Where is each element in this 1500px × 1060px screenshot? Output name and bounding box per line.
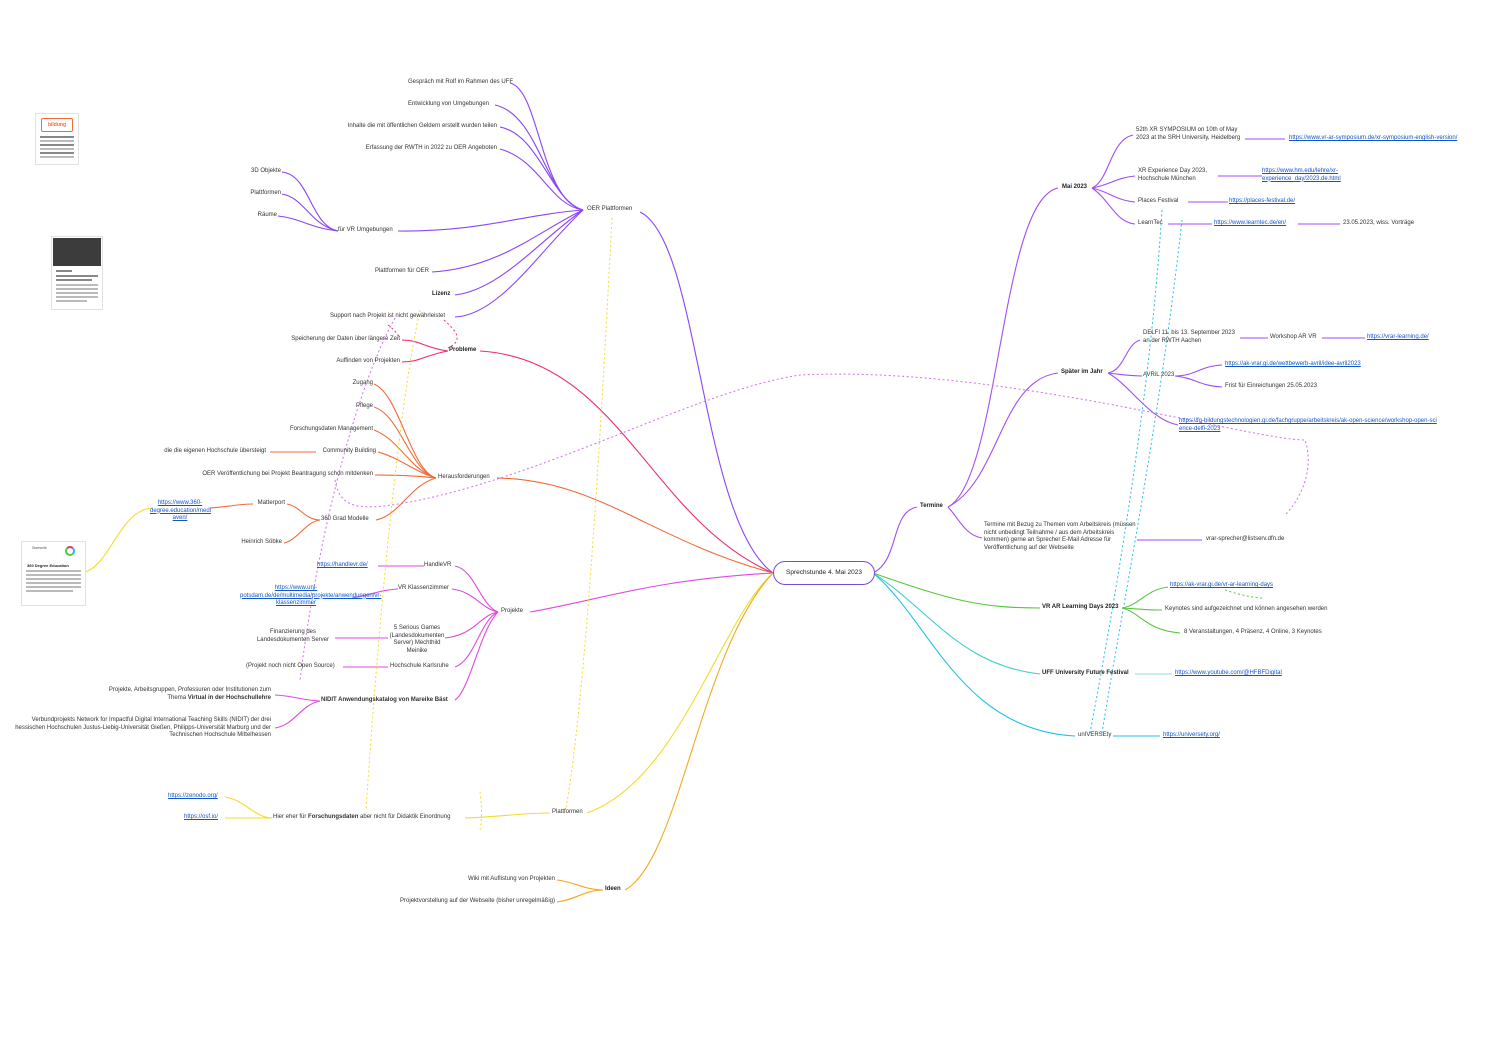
plattformen-note-suffix: aber nicht für Didaktik Einordnung [360, 814, 451, 820]
herausforderungen-node[interactable]: Herausforderungen [438, 474, 490, 480]
link-avril[interactable]: https://ak-vrar.gi.de/wettbewerb-avril/i… [1225, 361, 1361, 367]
spaeter-item-delfi[interactable]: DELFI 11. bis 13. September 2023 an der … [1143, 330, 1235, 344]
projekt-vr-klassenzimmer[interactable]: VR Klassenzimmer [398, 585, 450, 591]
projekt-hochschule-karlsruhe[interactable]: Hochschule Karlsruhe [390, 663, 449, 669]
spaeter-im-jahr-node[interactable]: Später im Jahr [1061, 369, 1103, 375]
hf-item-matterport[interactable]: Matterport [257, 500, 285, 506]
ideen-node[interactable]: Ideen [605, 886, 621, 892]
oer-plattformen-node[interactable]: OER Plattformen [587, 206, 633, 212]
link-vr-klassenzimmer[interactable]: https://www.uni-potsdam.de/de/multimedia… [240, 585, 382, 606]
oer-item-lizenz[interactable]: Lizenz [432, 291, 451, 297]
nidit-title: NIDIT Anwendungskatalog von Mareike Bäst [321, 697, 448, 703]
vr-sub-plattformen[interactable]: Plattformen [250, 190, 281, 196]
probleme-item-speicherung[interactable]: Speicherung der Daten über längere Zeit [291, 336, 400, 342]
learntec-date[interactable]: 23.05.2023, wiss. Vorträge [1343, 220, 1415, 226]
termine-note[interactable]: Termine mit Bezug zu Themen vom Arbeitsk… [984, 522, 1136, 551]
ideen-item-wiki[interactable]: Wiki mit Auflistung von Projekten [467, 876, 555, 882]
probleme-node[interactable]: Probleme [449, 347, 477, 353]
360-logo-icon [65, 546, 75, 556]
plattformen-note-prefix: Hier eher für [273, 814, 307, 820]
oer-item-vr-umgebungen[interactable]: für VR Umgebungen [338, 227, 393, 233]
link-open-science-workshop[interactable]: https://fg-bildungstechnologien.gi.de/fa… [1179, 418, 1437, 432]
link-xr-symposium[interactable]: https://www.vr-ar-symposium.de/xr-sympos… [1289, 135, 1458, 141]
avril-frist[interactable]: Frist für Einreichungen 25.05.2023 [1225, 383, 1318, 389]
nidit-note-a[interactable]: Projekte, Arbeitsgruppen, Professuren od… [105, 687, 271, 702]
spaeter-item-avril[interactable]: AVRiL 2023 [1143, 372, 1175, 378]
mai-item-learntec[interactable]: LearnTec [1138, 220, 1163, 226]
poster-logo: bildung [41, 118, 73, 132]
spaeter-item-workshop[interactable]: Workshop AR VR [1270, 334, 1317, 340]
thumbnail-360-degree-education: Startseite 360 Degree Education [21, 541, 86, 606]
plattformen-node[interactable]: Plattformen [552, 809, 583, 815]
link-xr-experience[interactable]: https://www.hm.edu/lehre/xr-experience_d… [1262, 168, 1341, 182]
nidit-note-a-bold: Virtual in der Hochschullehre [187, 694, 271, 701]
probleme-item-auffinden[interactable]: Auffinden von Projekten [336, 358, 400, 364]
projekt-serious-games[interactable]: 5 Serious Games (Landesdokumenten Server… [389, 625, 445, 654]
thumbnail-title: 360 Degree Education [27, 563, 69, 568]
hf-item-community[interactable]: Community Building [322, 448, 376, 454]
vrar-days-node[interactable]: VR AR Learning Days 2023 [1042, 604, 1119, 610]
hf-item-zugang[interactable]: Zugang [352, 380, 373, 386]
projekt-nidit[interactable]: NIDIT Anwendungskatalog von Mareike Bäst [321, 697, 448, 705]
link-places[interactable]: https://places-festival.de/ [1229, 198, 1296, 204]
mai-item-xr-experience[interactable]: XR Experience Day 2023, Hochschule Münch… [1138, 168, 1208, 182]
plattformen-note-bold: Forschungsdaten [308, 814, 359, 820]
projekt-handlevr[interactable]: HandleVR [424, 562, 452, 568]
universety-node[interactable]: unIVERSEty [1078, 732, 1112, 738]
termine-email[interactable]: vrar-sprecher@listserv.dfn.de [1206, 536, 1285, 542]
hf-item-360-grad[interactable]: 360 Grad Modelle [321, 516, 369, 522]
plattformen-note[interactable]: Hier eher für Forschungsdaten aber nicht… [273, 814, 450, 822]
link-zenodo[interactable]: https://zenodo.org/ [168, 793, 218, 799]
mai-2023-node[interactable]: Mai 2023 [1062, 184, 1088, 190]
ideen-item-projektvorstellung[interactable]: Projektvorstellung auf der Webseite (bis… [400, 898, 555, 904]
oer-item-gespraech[interactable]: Gespräch mit Rolf im Rahmen des UFF [407, 79, 513, 85]
vrar-days-veranstaltungen[interactable]: 8 Veranstaltungen, 4 Präsenz, 4 Online, … [1184, 629, 1322, 635]
vr-sub-3d-objekte[interactable]: 3D Objekte [250, 168, 281, 174]
link-learntec[interactable]: https://www.learntec.de/en/ [1214, 220, 1287, 226]
note-open-source[interactable]: (Projekt noch nicht Open Source) [246, 663, 335, 669]
hf-item-soebke[interactable]: Heinrich Söbke [241, 539, 282, 545]
oer-item-inhalte[interactable]: Inhalte die mit öffentlichen Geldern ers… [347, 123, 497, 129]
nidit-note-a-text: Projekte, Arbeitsgruppen, Professuren od… [108, 687, 271, 701]
oer-item-entwicklung[interactable]: Entwicklung von Umgebungen [407, 101, 489, 107]
termine-node[interactable]: Termine [920, 503, 943, 509]
link-vrar-days[interactable]: https://ak-vrar.gi.de/vr-ar-learning-day… [1170, 582, 1274, 588]
link-universety[interactable]: https://universety.org/ [1163, 732, 1220, 738]
oer-item-support[interactable]: Support nach Projekt ist nicht gewährlei… [330, 313, 446, 319]
oer-item-plattformen-fuer-oer[interactable]: Plattformen für OER [374, 268, 429, 274]
mai-item-places[interactable]: Places Festival [1138, 198, 1179, 204]
thumbnail-poster: bildung [35, 113, 79, 165]
oer-item-erfassung[interactable]: Erfassung der RWTH in 2022 zu OER Angebo… [365, 145, 497, 151]
projekte-node[interactable]: Projekte [501, 608, 524, 614]
uff-node[interactable]: UFF University Future Festival [1042, 670, 1129, 676]
thumbnail-article [51, 236, 103, 310]
central-topic[interactable]: Sprechstunde 4. Mai 2023 [773, 561, 875, 585]
hf-item-uebersteigt[interactable]: die die eigenen Hochschule übersteigt [164, 448, 266, 454]
vr-sub-raeume[interactable]: Räume [257, 212, 277, 218]
thumbnail-tag: Startseite [32, 546, 47, 550]
vrar-days-keynotes[interactable]: Keynotes sind aufgezeichnet und können a… [1165, 606, 1328, 612]
hf-item-oer-veroeffentlichung[interactable]: OER Veröffentlichung bei Projekt Beantra… [202, 471, 373, 477]
link-360-degree-education[interactable]: https://www.360-degree.education/medi av… [150, 500, 212, 521]
link-handlevr[interactable]: https://handlevr.de/ [317, 562, 368, 568]
link-uff-youtube[interactable]: https://www.youtube.com/@HFBFDigital [1175, 670, 1282, 676]
hf-item-forschungsdaten[interactable]: Forschungsdaten Management [289, 426, 373, 432]
mai-item-xr-symposium[interactable]: 52th XR SYMPOSIUM on 10th of May 2023 at… [1136, 127, 1241, 141]
link-osf[interactable]: https://osf.io/ [184, 814, 219, 820]
link-vrar-learning[interactable]: https://vrar-learning.de/ [1367, 334, 1429, 340]
hf-item-pflege[interactable]: Pflege [355, 403, 373, 409]
note-finanzierung[interactable]: Finanzierung des Landesdokumenten Server [256, 629, 330, 643]
article-photo [53, 238, 101, 266]
nidit-note-b[interactable]: Verbundprojekts Network for Impactful Di… [15, 717, 271, 738]
